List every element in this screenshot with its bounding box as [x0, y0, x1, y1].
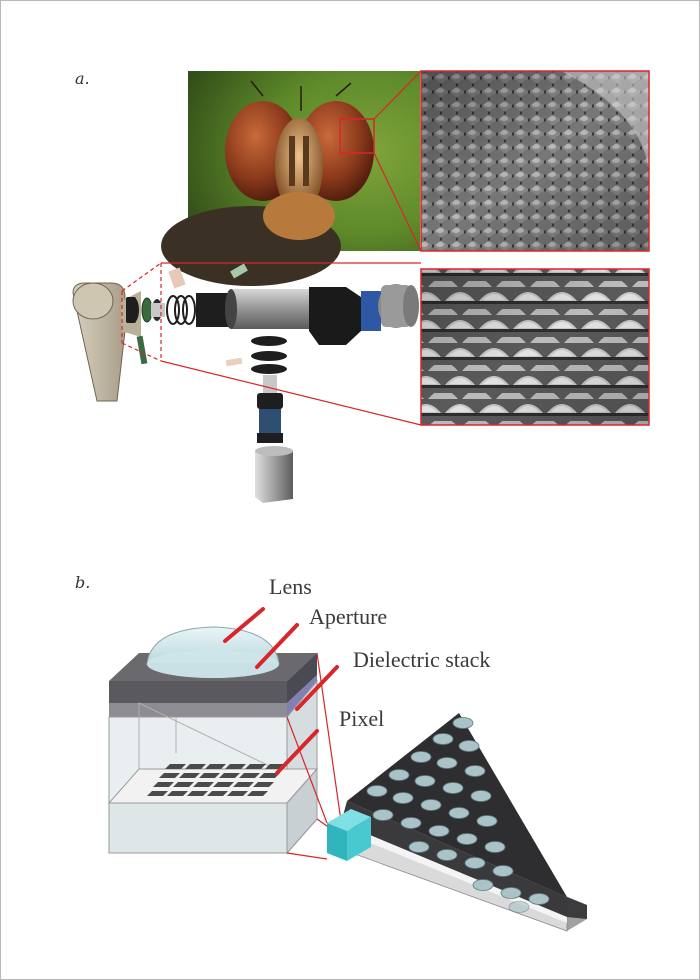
fly-photo: [161, 71, 420, 286]
zoom-lines-top: [373, 70, 422, 252]
label-pixel: Pixel: [339, 706, 385, 731]
pixel-grid: [147, 764, 286, 796]
panel-b-label: b.: [75, 573, 91, 592]
label-aperture: Aperture: [309, 604, 388, 629]
microlens-dome: [146, 626, 280, 678]
sem-compound-eye: [420, 70, 650, 252]
zoom-lines-middle: [121, 262, 422, 426]
label-dielectric-stack: Dielectric stack: [353, 647, 491, 672]
panel-a-label: a.: [75, 69, 90, 88]
diagram-callout-lines: [223, 607, 339, 775]
pixel-unit-cell: [107, 626, 319, 855]
exploded-camera-assembly: [72, 263, 419, 503]
microlens-wafer: [340, 713, 587, 932]
wafer-microlens-grid: [366, 717, 550, 913]
sem-microlens-array: [420, 268, 650, 426]
label-lens: Lens: [269, 574, 312, 599]
highlighted-pixel-cube: [327, 809, 371, 861]
